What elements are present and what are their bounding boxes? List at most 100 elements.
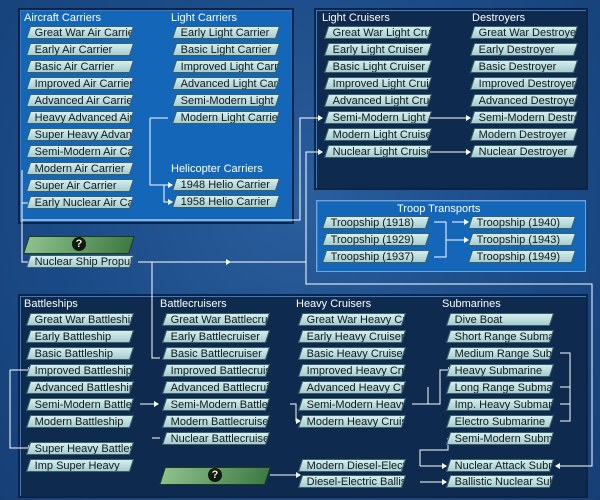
tech-modern-air-carrier[interactable]: Modern Air Carrier <box>25 162 135 175</box>
tech-early-nuclear-air-carrier[interactable]: Early Nuclear Air Carrier <box>25 196 135 209</box>
tech-modern-diesel-electric[interactable]: Modern Diesel-Electric <box>297 459 407 472</box>
tech-modern-light-carrier[interactable]: Modern Light Carrier <box>171 111 281 124</box>
tech-advanced-heavy-cruiser[interactable]: Advanced Heavy Cruiser <box>297 381 407 394</box>
tech-nuclear-destroyer[interactable]: Nuclear Destroyer <box>469 145 579 158</box>
tech-early-light-cruiser[interactable]: Early Light Cruiser <box>323 43 433 56</box>
tech-semi-modern-destroyer[interactable]: Semi-Modern Destroyer <box>469 111 579 124</box>
tech-semi-modern-light-carrier[interactable]: Semi-Modern Light Carrier <box>171 94 281 107</box>
tech-imp-super-heavy[interactable]: Imp Super Heavy <box>25 459 135 472</box>
tech-improved-air-carrier[interactable]: Improved Air Carrier <box>25 77 135 90</box>
tech-semi-modern-air-carrier[interactable]: Semi-Modern Air Carrier <box>25 145 135 158</box>
tech-troopship-1940[interactable]: Troopship (1940) <box>467 216 577 229</box>
tech-advanced-air-carrier[interactable]: Advanced Air Carrier <box>25 94 135 107</box>
tech-label: Basic Light Cruiser <box>332 61 426 73</box>
tech-improved-battlecruiser[interactable]: Improved Battlecruiser <box>161 364 271 377</box>
tech-great-war-battlecruiser[interactable]: Great War Battlecruiser <box>161 313 271 326</box>
tech-improved-light-carrier[interactable]: Improved Light Carrier <box>171 60 281 73</box>
tech-troopship-1929[interactable]: Troopship (1929) <box>321 233 431 246</box>
tech-label: Short Range Submarine <box>454 331 555 343</box>
tech-early-battleship[interactable]: Early Battleship <box>25 330 135 343</box>
tech-great-war-destroyer[interactable]: Great War Destroyer <box>469 26 579 39</box>
tech-super-heavy-advanced-air-carrier[interactable]: Super Heavy Advanced Air Carrier <box>25 128 135 141</box>
tech-semi-modern-submarine[interactable]: Semi-Modern Submarine <box>445 432 555 445</box>
tech-semi-modern-heavy-cruiser[interactable]: Semi-Modern Heavy Cruiser <box>297 398 407 411</box>
tech-label: Improved Battleship <box>34 365 132 377</box>
tech-ballistic-nuclear-submarine[interactable]: Ballistic Nuclear Submarine <box>445 475 555 488</box>
tech-troopship-1949[interactable]: Troopship (1949) <box>467 250 577 263</box>
tech-basic-air-carrier[interactable]: Basic Air Carrier <box>25 60 135 73</box>
tech-semi-modern-battleship[interactable]: Semi-Modern Battleship <box>25 398 135 411</box>
tech-diesel-electric-ballistic[interactable]: Diesel-Electric Ballistic <box>297 475 407 488</box>
tech-advanced-destroyer[interactable]: Advanced Destroyer <box>469 94 579 107</box>
tech-improved-heavy-cruiser[interactable]: Improved Heavy Cruiser <box>297 364 407 377</box>
tech-basic-light-carrier[interactable]: Basic Light Carrier <box>171 43 281 56</box>
tech-early-battlecruiser[interactable]: Early Battlecruiser <box>161 330 271 343</box>
tech-semi-modern-battlecruiser[interactable]: Semi-Modern Battlecruiser <box>161 398 271 411</box>
tech-early-destroyer[interactable]: Early Destroyer <box>469 43 579 56</box>
tech-great-war-air-carrier[interactable]: Great War Air Carrier <box>25 26 135 39</box>
tech-label: Early Heavy Cruiser <box>306 331 405 343</box>
tech-improved-battleship[interactable]: Improved Battleship <box>25 364 135 377</box>
tech-modern-heavy-cruiser[interactable]: Modern Heavy Cruiser <box>297 415 407 428</box>
tech-heavy-advanced-air-carrier[interactable]: Heavy Advanced Air Carrier <box>25 111 135 124</box>
tech-great-war-heavy-cruiser[interactable]: Great War Heavy Cruiser <box>297 313 407 326</box>
tech-medium-range-submarine[interactable]: Medium Range Submarine <box>445 347 555 360</box>
light-cruisers-heading: Light Cruisers <box>322 12 390 24</box>
tech-label: Semi-Modern Battlecruiser <box>170 399 271 411</box>
tech-early-heavy-cruiser[interactable]: Early Heavy Cruiser <box>297 330 407 343</box>
helicopter-carriers-heading: Helicopter Carriers <box>171 163 263 175</box>
tech-label: Improved Destroyer <box>478 78 576 90</box>
tech-nuclear-ship-propulsion[interactable]: Nuclear Ship Propulsion <box>25 255 135 268</box>
tech-early-light-carrier[interactable]: Early Light Carrier <box>171 26 281 39</box>
tech-semi-modern-light-cruiser[interactable]: Semi-Modern Light Cruiser <box>323 111 433 124</box>
tech-modern-battlecruiser[interactable]: Modern Battlecruiser <box>161 415 271 428</box>
tech-great-war-light-cruiser[interactable]: Great War Light Cruiser <box>323 26 433 39</box>
tech-modern-destroyer[interactable]: Modern Destroyer <box>469 128 579 141</box>
tech-troopship-1937[interactable]: Troopship (1937) <box>321 250 431 263</box>
tech-label: Great War Battlecruiser <box>170 314 271 326</box>
tech-troopship-1918[interactable]: Troopship (1918) <box>321 216 431 229</box>
tech-label: Advanced Battleship <box>34 382 135 394</box>
tech-1958-helio-carrier[interactable]: 1958 Helio Carrier <box>171 195 281 208</box>
tech-long-range-submarine[interactable]: Long Range Submarine <box>445 381 555 394</box>
tech-imp-heavy-submarine[interactable]: Imp. Heavy Submarine <box>445 398 555 411</box>
tech-label: Semi-Modern Destroyer <box>478 112 579 124</box>
tech-label: Modern Battleship <box>34 416 124 428</box>
tech-early-air-carrier[interactable]: Early Air Carrier <box>25 43 135 56</box>
tech-basic-battlecruiser[interactable]: Basic Battlecruiser <box>161 347 271 360</box>
tech-super-heavy-battleship[interactable]: Super Heavy Battleship <box>25 442 135 455</box>
tech-basic-light-cruiser[interactable]: Basic Light Cruiser <box>323 60 433 73</box>
tech-basic-destroyer[interactable]: Basic Destroyer <box>469 60 579 73</box>
tech-advanced-battlecruiser[interactable]: Advanced Battlecruiser <box>161 381 271 394</box>
tech-label: Troopship (1918) <box>330 217 415 229</box>
tech-label: Troopship (1949) <box>476 251 561 263</box>
tech-1948-helio-carrier[interactable]: 1948 Helio Carrier <box>171 178 281 191</box>
tech-electro-submarine[interactable]: Electro Submarine <box>445 415 555 428</box>
tech-nuclear-light-cruiser[interactable]: Nuclear Light Cruiser <box>323 145 433 158</box>
tech-improved-light-cruiser[interactable]: Improved Light Cruiser <box>323 77 433 90</box>
tech-improved-destroyer[interactable]: Improved Destroyer <box>469 77 579 90</box>
tech-troopship-1943[interactable]: Troopship (1943) <box>467 233 577 246</box>
aircraft-carriers-heading: Aircraft Carriers <box>24 12 102 24</box>
tech-basic-battleship[interactable]: Basic Battleship <box>25 347 135 360</box>
tech-label: Modern Light Cruiser <box>332 129 433 141</box>
tech-modern-light-cruiser[interactable]: Modern Light Cruiser <box>323 128 433 141</box>
tech-label: Imp Super Heavy <box>34 460 120 472</box>
tech-label: Troopship (1943) <box>476 234 561 246</box>
tech-label: Imp. Heavy Submarine <box>454 399 555 411</box>
tech-short-range-submarine[interactable]: Short Range Submarine <box>445 330 555 343</box>
tech-modern-battleship[interactable]: Modern Battleship <box>25 415 135 428</box>
tech-nuclear-battlecruiser[interactable]: Nuclear Battlecruiser <box>161 432 271 445</box>
tech-basic-heavy-cruiser[interactable]: Basic Heavy Cruiser <box>297 347 407 360</box>
tech-nuclear-attack-submarine[interactable]: Nuclear Attack Submarine <box>445 459 555 472</box>
tech-dive-boat[interactable]: Dive Boat <box>445 313 555 326</box>
tech-heavy-submarine[interactable]: Heavy Submarine <box>445 364 555 377</box>
tech-advanced-light-cruiser[interactable]: Advanced Light Cruiser <box>323 94 433 107</box>
tech-great-war-battleship[interactable]: Great War Battleship <box>25 313 135 326</box>
tech-label: Semi-Modern Submarine <box>454 433 555 445</box>
tech-super-air-carrier[interactable]: Super Air Carrier <box>25 179 135 192</box>
tech-advanced-battleship[interactable]: Advanced Battleship <box>25 381 135 394</box>
tech-label: Basic Light Carrier <box>180 44 272 56</box>
tech-advanced-light-carrier[interactable]: Advanced Light Carrier <box>171 77 281 90</box>
